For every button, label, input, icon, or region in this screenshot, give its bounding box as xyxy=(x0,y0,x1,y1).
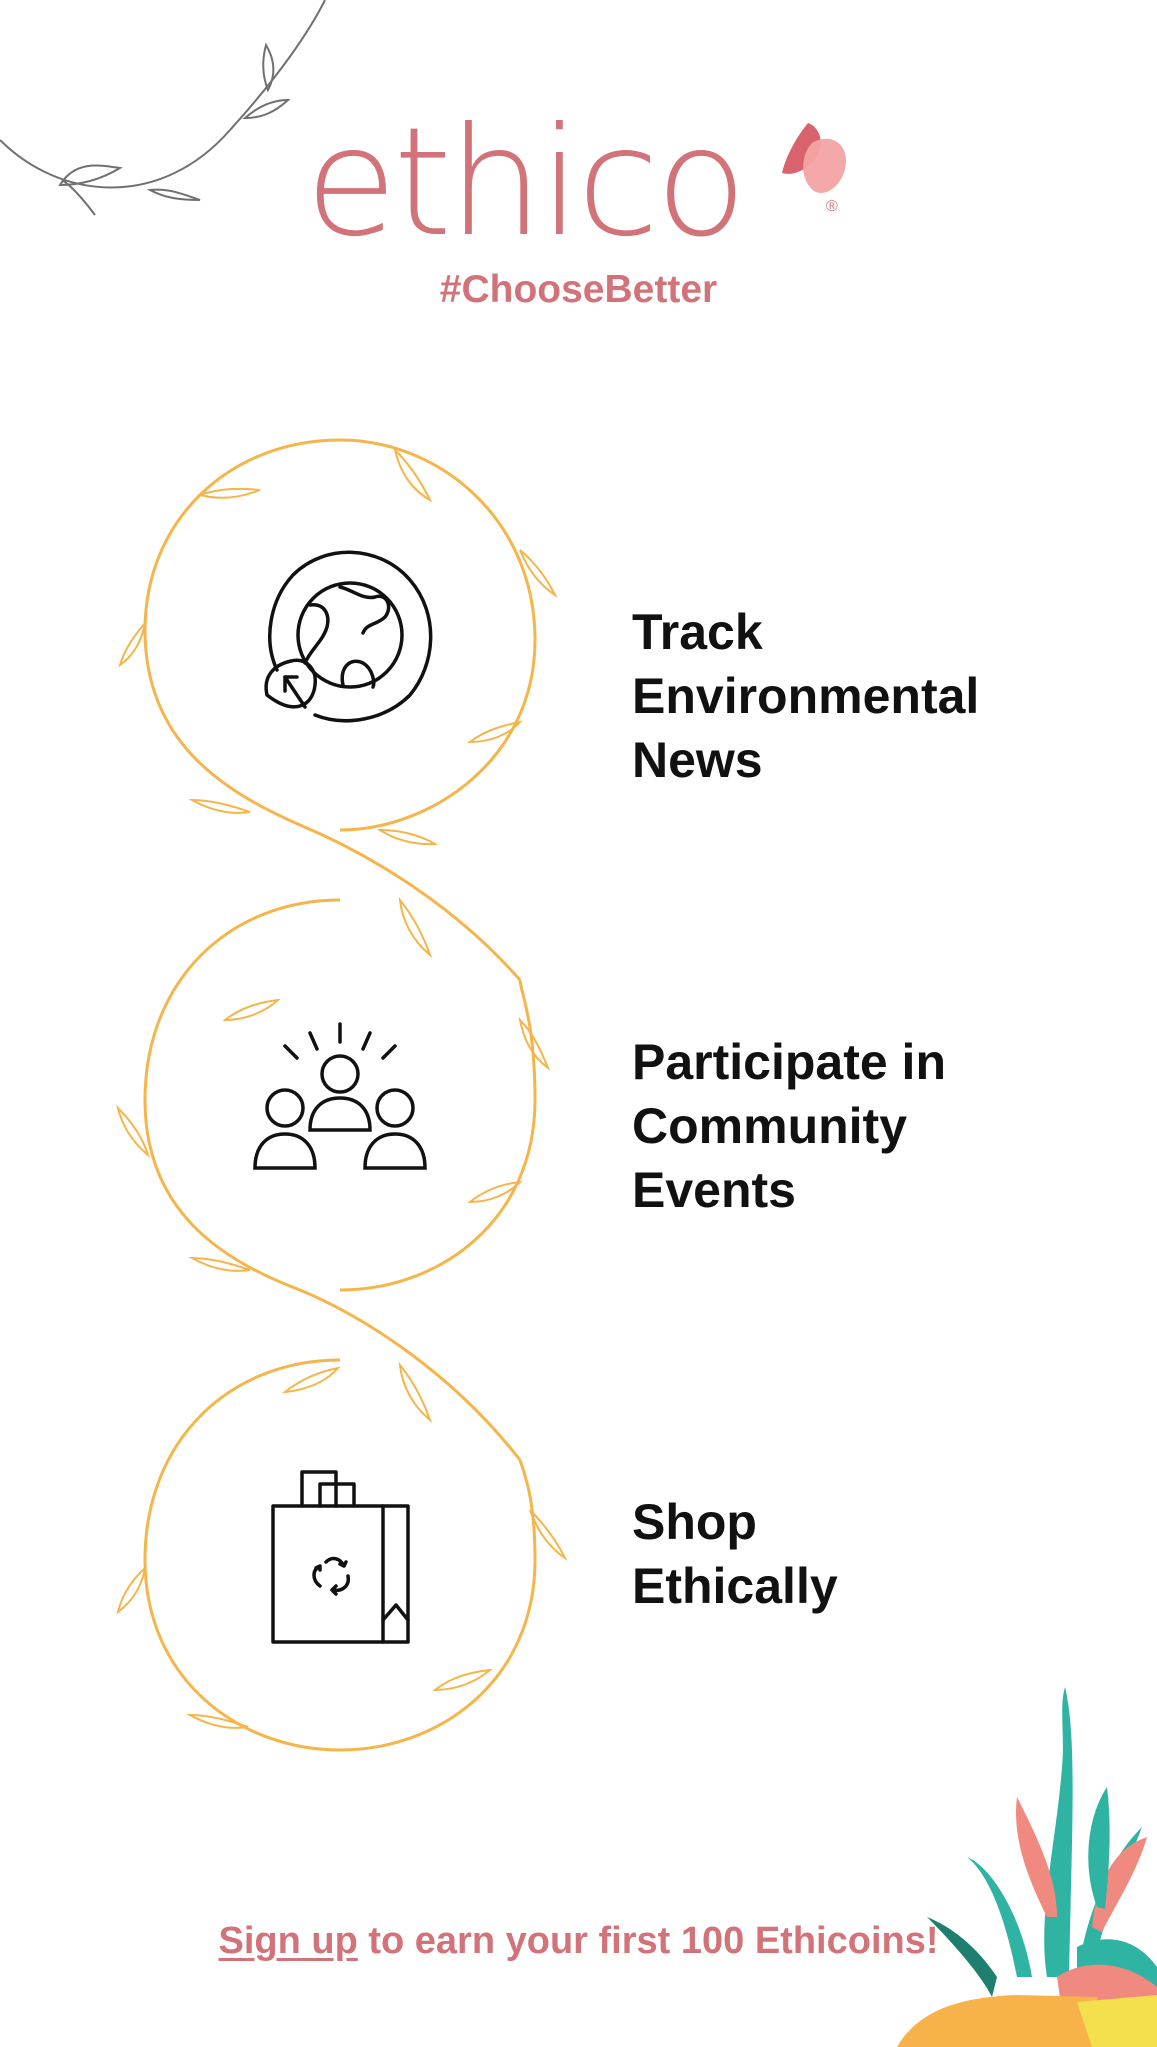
signup-link[interactable]: Sign up xyxy=(218,1920,358,1962)
signup-text: to earn your first 100 Ethicoins! xyxy=(357,1920,939,1962)
feature-line: News xyxy=(632,732,763,788)
feature-line: Participate in xyxy=(632,1034,946,1090)
feature-line: Shop xyxy=(632,1494,757,1550)
butterfly-logo-icon xyxy=(782,123,846,193)
feature-line: Community xyxy=(632,1098,907,1154)
branch-decoration xyxy=(0,0,326,216)
vine-decoration xyxy=(116,438,568,1752)
community-icon xyxy=(253,1022,427,1170)
feature-shop-ethically: Shop Ethically xyxy=(632,1490,838,1618)
signup-banner: Sign up to earn your first 100 Ethicoins… xyxy=(0,1920,1157,1963)
feature-track-news: Track Environmental News xyxy=(632,600,979,792)
registered-mark: ® xyxy=(826,198,838,215)
brand-logo-text: ethico xyxy=(305,96,747,270)
feature-community-events: Participate in Community Events xyxy=(632,1030,946,1222)
feature-line: Ethically xyxy=(632,1558,838,1614)
feature-line: Environmental xyxy=(632,668,980,724)
brand-tagline: #ChooseBetter xyxy=(439,268,718,311)
globe-leaf-icon xyxy=(264,550,433,723)
feature-line: Events xyxy=(632,1162,796,1218)
plant-decoration xyxy=(897,1687,1157,2047)
recycle-bag-icon xyxy=(271,1470,410,1644)
feature-line: Track xyxy=(632,604,763,660)
